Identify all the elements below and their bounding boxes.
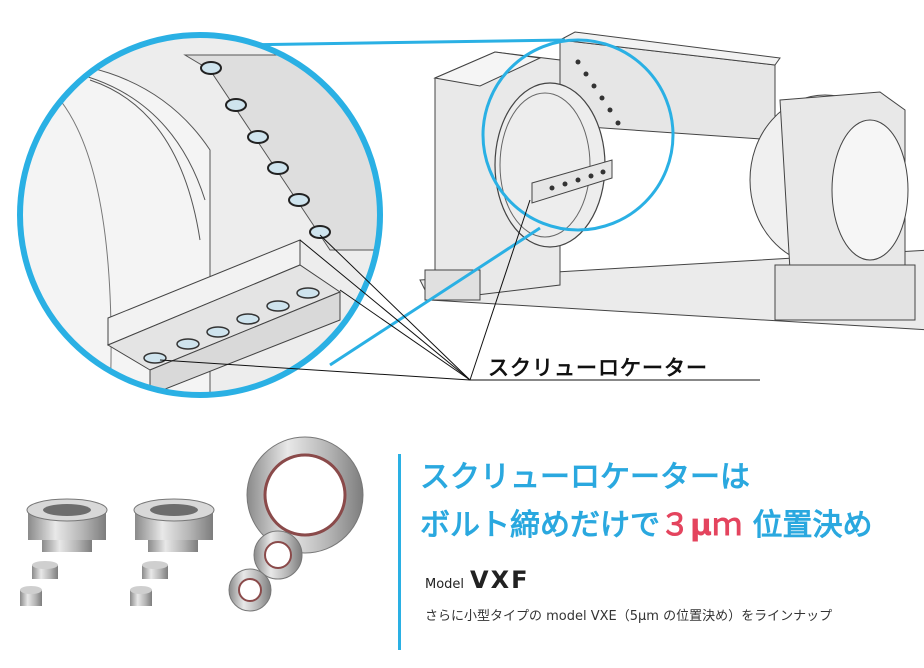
locator-set-2 [130,498,215,606]
headline-line-2: ボルト締めだけで３μｍ 位置決め [420,502,873,550]
screw-locator-label: スクリューロケーター [488,356,708,380]
accent-bar [398,454,401,650]
model-name: VXF [470,566,530,594]
headline: スクリューロケーターは ボルト締めだけで３μｍ 位置決め [420,454,873,550]
model-prefix: Model [425,577,465,592]
headline-line-2-suffix: 位置決め [742,508,873,543]
model-label: Model VXF [425,566,530,594]
lineup-note: さらに小型タイプの model VXE（5μm の位置決め）をラインナップ [425,609,833,624]
locator-set-3 [228,436,364,612]
locator-set-1 [20,498,108,606]
right-pillar [749,91,916,321]
headline-line-1: スクリューロケーターは [420,460,750,495]
product-photos [20,436,364,612]
magnified-view [17,32,383,398]
machine-illustration [17,31,924,398]
precision-value: ３μｍ [660,508,743,543]
headline-line-2-prefix: ボルト締めだけで [420,508,660,543]
